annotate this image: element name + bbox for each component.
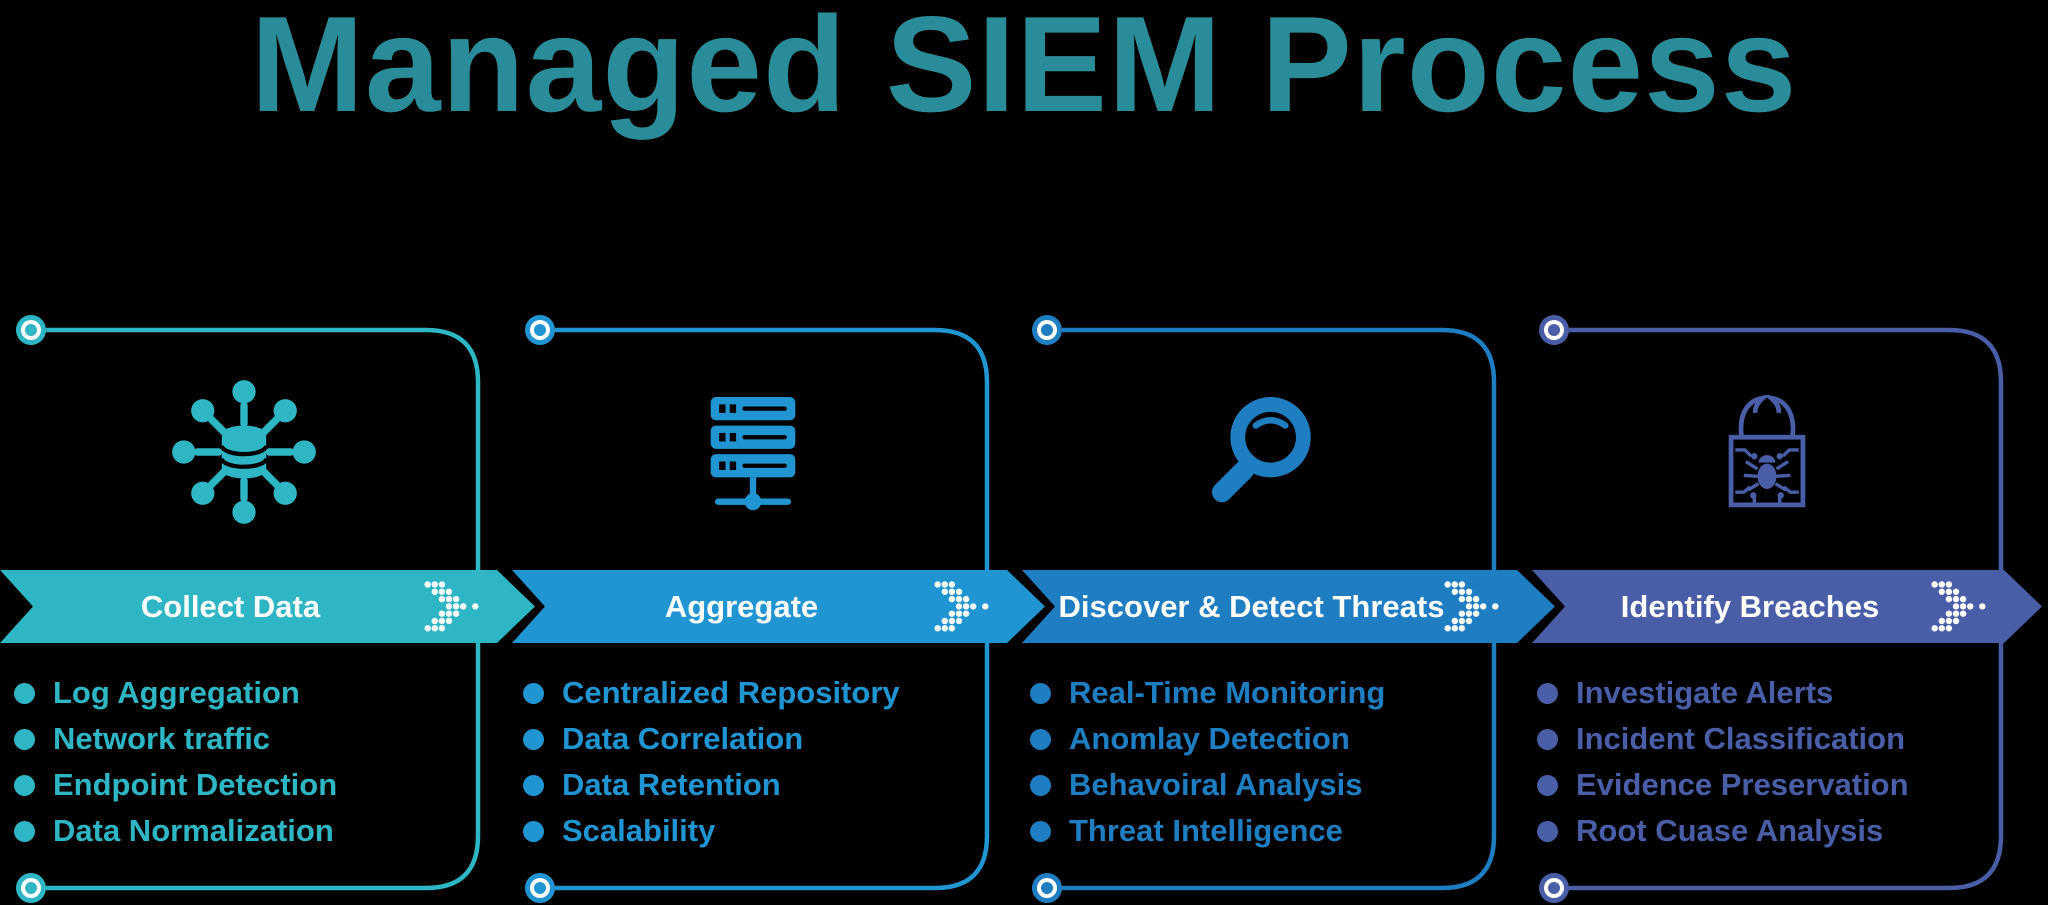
bullet-item: Network traffic (14, 716, 337, 762)
bullet-item: Scalability (523, 808, 900, 854)
node-circle-top-left (16, 315, 46, 345)
node-circle-bottom-left (525, 873, 555, 903)
bullet-dot-icon (1537, 820, 1558, 842)
dotted-chevron-arrow-icon (1443, 579, 1503, 635)
data-collection-hub-icon (170, 378, 318, 526)
node-circle-top-left (525, 315, 555, 345)
bullet-item: Endpoint Detection (14, 762, 337, 808)
bullet-dot-icon (14, 682, 35, 704)
bullet-item: Evidence Preservation (1537, 762, 1909, 808)
stage-banner-ribbon: Aggregate (512, 570, 1045, 643)
bullet-label: Threat Intelligence (1069, 813, 1343, 848)
bullet-dot-icon (1537, 728, 1558, 750)
bullet-label: Anomlay Detection (1069, 721, 1350, 756)
stage-3: Discover & Detect Threats Real-Time Moni… (1026, 300, 1566, 905)
stage-banner-label: Identify Breaches (1620, 588, 1880, 624)
bullet-dot-icon (1030, 728, 1051, 750)
bullet-item: Real-Time Monitoring (1030, 670, 1385, 716)
bullet-item: Data Retention (523, 762, 900, 808)
bullet-dot-icon (523, 774, 544, 796)
stage-banner-label: Discover & Detect Threats (1058, 588, 1445, 624)
stage-banner-ribbon: Discover & Detect Threats (1022, 570, 1555, 643)
bullet-label: Centralized Repository (562, 675, 900, 710)
dotted-chevron-arrow-icon (933, 579, 993, 635)
stage-banner-ribbon: Collect Data (0, 570, 535, 643)
bullet-item: Anomlay Detection (1030, 716, 1385, 762)
stage-banner-ribbon: Identify Breaches (1532, 570, 2042, 643)
node-circle-bottom-left (1032, 873, 1062, 903)
bullet-item: Centralized Repository (523, 670, 900, 716)
bullet-item: Investigate Alerts (1537, 670, 1909, 716)
stage-banner-label: Collect Data (140, 588, 321, 624)
bullet-dot-icon (523, 820, 544, 842)
bullet-label: Evidence Preservation (1576, 767, 1909, 802)
node-circle-top-left (1032, 315, 1062, 345)
bullet-dot-icon (1537, 682, 1558, 704)
bullet-dot-icon (14, 774, 35, 796)
bullet-label: Investigate Alerts (1576, 675, 1834, 710)
bullet-label: Data Normalization (53, 813, 334, 848)
bullet-item: Data Normalization (14, 808, 337, 854)
bullet-dot-icon (523, 728, 544, 750)
bullet-label: Endpoint Detection (53, 767, 338, 802)
bullet-item: Data Correlation (523, 716, 900, 762)
bullet-label: Data Retention (562, 767, 781, 802)
bullet-dot-icon (1030, 682, 1051, 704)
bullet-label: Real-Time Monitoring (1069, 675, 1386, 710)
node-circle-bottom-left (16, 873, 46, 903)
bullet-item: Behavoiral Analysis (1030, 762, 1385, 808)
bullet-label: Data Correlation (562, 721, 804, 756)
bullet-dot-icon (1537, 774, 1558, 796)
dotted-chevron-arrow-icon (423, 579, 483, 635)
stage-banner-label: Aggregate (664, 588, 819, 624)
bullet-label: Incident Classification (1576, 721, 1906, 756)
dotted-chevron-arrow-icon (1930, 579, 1990, 635)
bullet-label: Root Cuase Analysis (1576, 813, 1884, 848)
bullet-dot-icon (1030, 774, 1051, 796)
breach-lock-icon (1693, 378, 1841, 526)
bullet-item: Log Aggregation (14, 670, 337, 716)
bullet-dot-icon (1030, 820, 1051, 842)
node-circle-bottom-left (1539, 873, 1569, 903)
bullet-label: Network traffic (53, 721, 271, 756)
bullet-label: Log Aggregation (53, 675, 300, 710)
bullet-label: Scalability (562, 813, 716, 848)
magnifier-icon (1186, 378, 1334, 526)
bullet-dot-icon (14, 728, 35, 750)
bullet-label: Behavoiral Analysis (1069, 767, 1363, 802)
node-circle-top-left (1539, 315, 1569, 345)
bullet-item: Threat Intelligence (1030, 808, 1385, 854)
bullet-item: Incident Classification (1537, 716, 1909, 762)
page-title: Managed SIEM Process (250, 0, 1798, 140)
bullet-dot-icon (14, 820, 35, 842)
bullet-item: Root Cuase Analysis (1537, 808, 1909, 854)
bullet-dot-icon (523, 682, 544, 704)
server-stack-icon (679, 378, 827, 526)
